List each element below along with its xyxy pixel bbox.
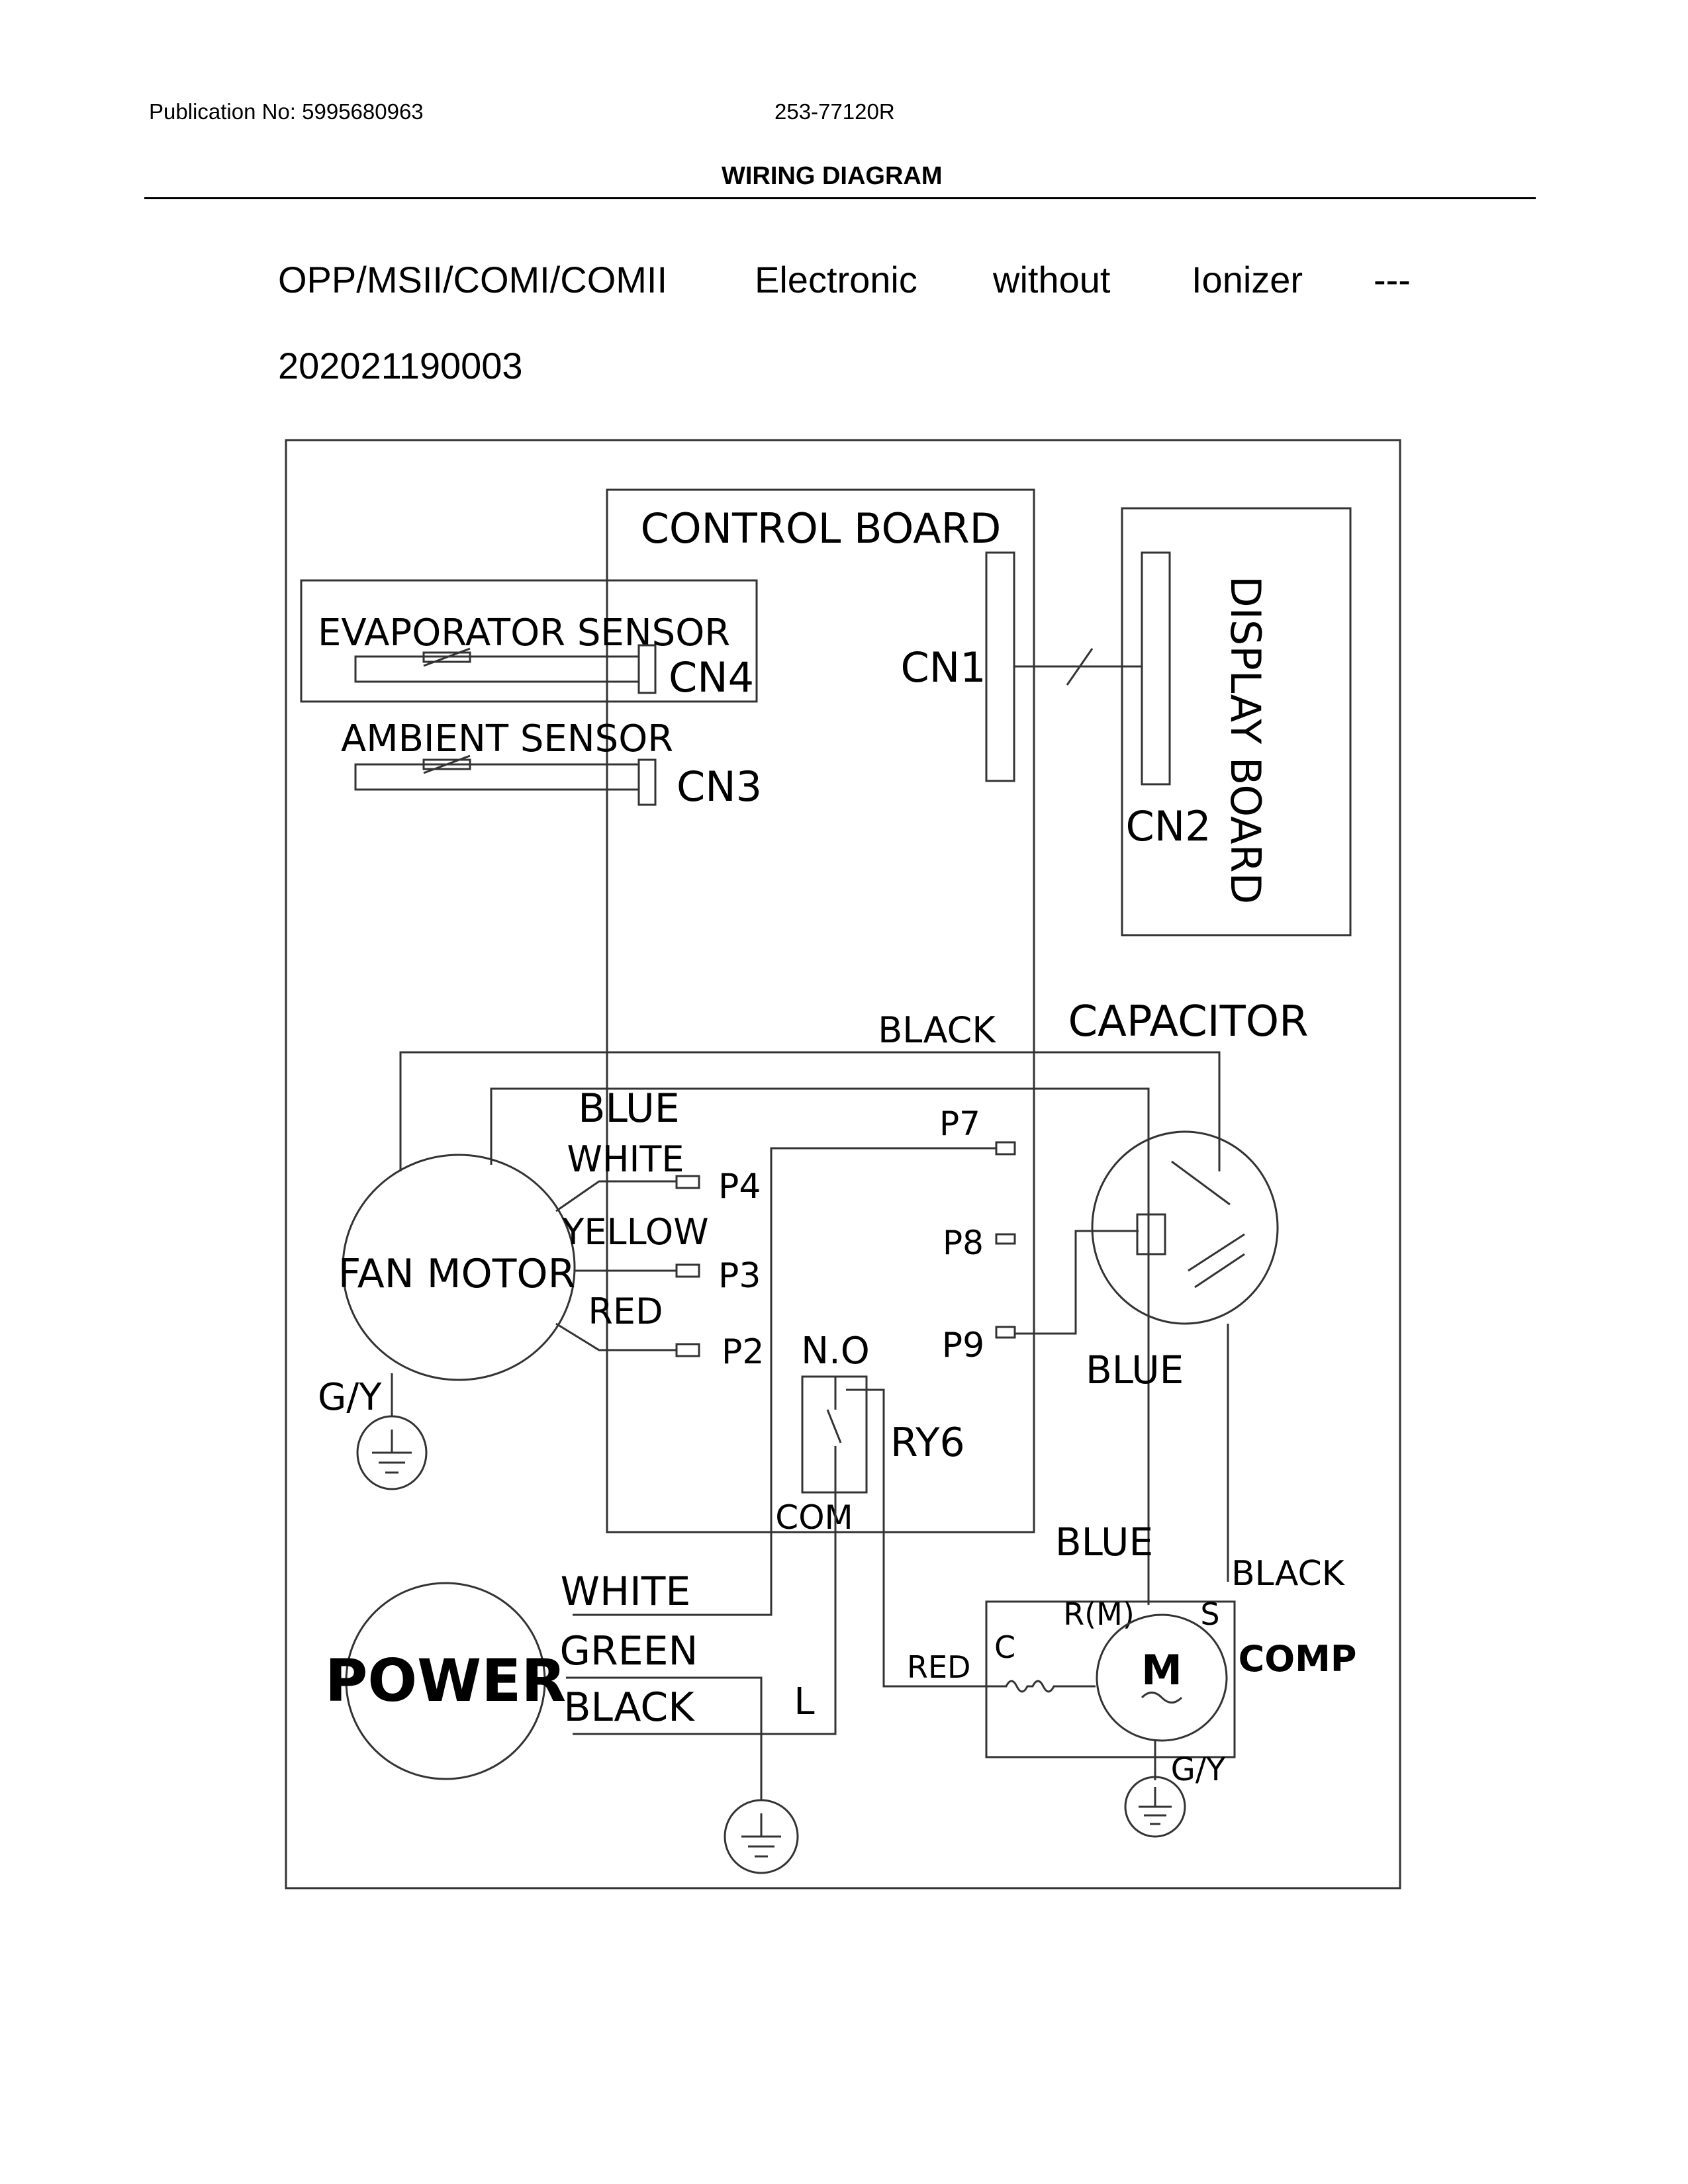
blue-wire-top	[490, 1087, 1150, 1605]
p8-terminal	[995, 1233, 1016, 1245]
capacitor-terminal	[1136, 1213, 1166, 1255]
terminal-l-label: L	[794, 1680, 814, 1723]
com-label: COM	[775, 1498, 853, 1537]
blue-wire-p9	[1015, 1230, 1139, 1335]
evaporator-thermistor	[422, 651, 471, 663]
blue-wire-label: BLUE	[578, 1085, 679, 1132]
desc-dashes: ---	[1374, 259, 1411, 300]
white-wire-fan	[555, 1180, 677, 1212]
cn4-connector	[637, 644, 657, 694]
cn3-label: CN3	[677, 762, 762, 811]
ambient-sensor-label: AMBIENT SENSOR	[341, 717, 673, 760]
green-wire-label: GREEN	[560, 1628, 698, 1674]
white-wire-power	[573, 1147, 996, 1616]
desc-ionizer: Ionizer	[1192, 259, 1303, 300]
power-ground-symbol	[724, 1799, 799, 1874]
evaporator-sensor-label: EVAPORATOR SENSOR	[318, 612, 730, 655]
black-wire-top	[399, 1051, 1221, 1171]
cn2-label: CN2	[1125, 802, 1211, 850]
diagram-code: 202021190003	[278, 345, 523, 387]
green-wire	[566, 1676, 763, 1800]
red-wire-comp-label: RED	[907, 1649, 970, 1685]
black-wire-comp-label: BLACK	[1231, 1554, 1346, 1594]
motor-m-label: M	[1141, 1646, 1182, 1694]
page-title: WIRING DIAGRAM	[722, 162, 943, 190]
p9-label: P9	[942, 1326, 984, 1365]
p2-label: P2	[722, 1332, 764, 1372]
white-power-label: WHITE	[561, 1569, 691, 1615]
control-board-label: CONTROL BOARD	[641, 504, 1002, 553]
ambient-sensor-wire	[354, 763, 640, 791]
cn1-connector	[985, 551, 1015, 782]
compressor-box	[985, 1600, 1236, 1758]
model-list: OPP/MSII/COMI/COMII	[278, 259, 668, 300]
p4-label: P4	[718, 1167, 761, 1206]
black-wire-label: BLACK	[878, 1009, 996, 1051]
ambient-thermistor	[422, 758, 471, 770]
blue-wire-comp-label: BLUE	[1055, 1520, 1153, 1565]
fan-ground-symbol	[356, 1415, 428, 1490]
desc-without: without	[993, 259, 1111, 300]
display-board-box	[1121, 507, 1352, 936]
comp-ground-symbol	[1124, 1776, 1186, 1838]
part-number: 253-77120R	[774, 99, 895, 124]
power-label: POWER	[325, 1647, 566, 1715]
fan-motor	[342, 1154, 576, 1381]
p3-terminal	[675, 1263, 700, 1278]
control-board-box	[606, 488, 1035, 1533]
red-wire-label: RED	[588, 1291, 663, 1332]
overload-protector	[986, 1680, 1096, 1693]
ry6-label: RY6	[890, 1420, 965, 1466]
red-wire-comp	[846, 1388, 986, 1688]
display-board-label: DISPLAY BOARD	[1221, 576, 1270, 904]
power-source	[345, 1582, 546, 1780]
blue-wire-p9-label: BLUE	[1086, 1347, 1184, 1392]
comp-ground-label: G/Y	[1171, 1751, 1226, 1788]
evaporator-sensor-box	[300, 579, 758, 703]
compressor-motor	[1096, 1614, 1228, 1742]
p9-terminal	[995, 1326, 1016, 1339]
fan-motor-label: FAN MOTOR	[338, 1251, 576, 1297]
white-wire-label: WHITE	[567, 1138, 684, 1180]
black-power-label: BLACK	[563, 1684, 695, 1731]
p7-terminal	[995, 1141, 1016, 1156]
cn1-label: CN1	[900, 643, 986, 692]
p4-terminal	[675, 1175, 700, 1189]
comp-label: COMP	[1239, 1638, 1357, 1680]
cable-slash	[1066, 648, 1094, 686]
header-rule	[144, 197, 1536, 199]
cn4-label: CN4	[669, 653, 754, 702]
p3-label: P3	[718, 1256, 761, 1296]
diagram-frame	[285, 439, 1401, 1889]
fan-ground-label: G/Y	[318, 1376, 382, 1419]
desc-electronic: Electronic	[755, 259, 917, 300]
p8-label: P8	[943, 1224, 984, 1262]
cn2-connector	[1141, 551, 1171, 786]
red-wire-fan	[555, 1322, 677, 1351]
publication-number: Publication No: 5995680963	[149, 99, 424, 124]
capacitor-label: CAPACITOR	[1068, 997, 1308, 1046]
black-wire-power	[573, 1492, 837, 1735]
no-contact-label: N.O	[801, 1330, 870, 1373]
evaporator-sensor-wire	[354, 655, 640, 683]
p7-label: P7	[939, 1105, 980, 1143]
terminal-s-label: S	[1200, 1596, 1219, 1632]
p2-terminal	[675, 1343, 700, 1357]
yellow-wire-label: YELLOW	[561, 1211, 708, 1253]
relay-switch	[826, 1409, 842, 1443]
terminal-c-label: C	[994, 1629, 1015, 1665]
ac-symbol	[1141, 1692, 1183, 1704]
terminal-rm-label: R(M)	[1063, 1596, 1135, 1632]
cn3-connector	[637, 758, 657, 806]
capacitor	[1091, 1130, 1279, 1325]
